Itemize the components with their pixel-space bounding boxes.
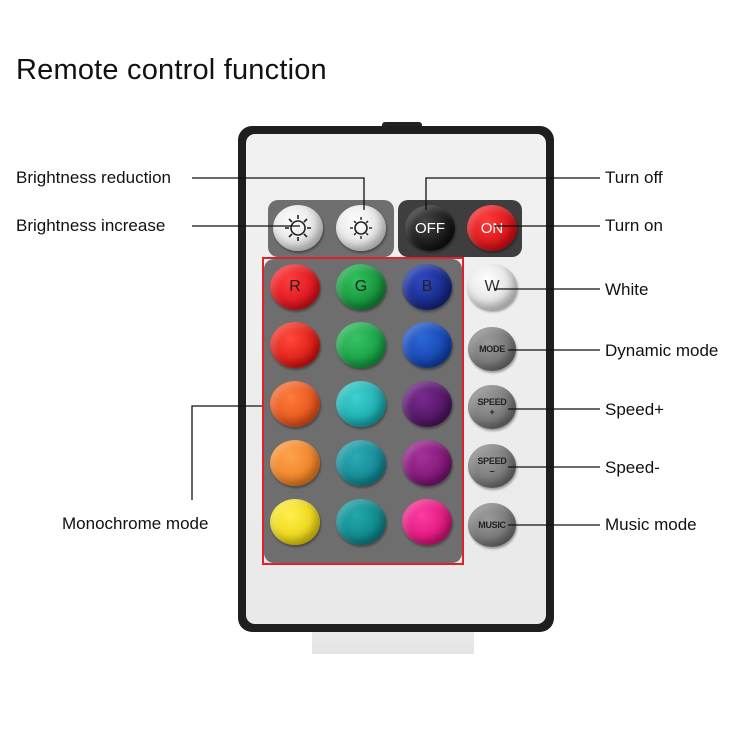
color-button-dark-teal[interactable] xyxy=(336,499,386,545)
color-button-blue[interactable] xyxy=(402,322,452,368)
color-button-cyan[interactable] xyxy=(336,381,386,427)
sun-icon xyxy=(285,215,311,241)
label-brightness-increase: Brightness increase xyxy=(16,216,166,235)
brightness-reduction-button[interactable] xyxy=(336,205,386,251)
label-speed-plus: Speed+ xyxy=(605,400,665,419)
brightness-increase-button[interactable] xyxy=(273,205,323,251)
label-turn-off: Turn off xyxy=(605,168,663,187)
line-brightness-reduction xyxy=(192,177,365,210)
monochrome-highlight-frame xyxy=(262,257,464,565)
color-button-green[interactable] xyxy=(336,322,386,368)
line-turn-off xyxy=(425,177,600,210)
sun-dim-icon xyxy=(350,217,372,239)
color-button-magenta[interactable] xyxy=(402,440,452,486)
label-white: White xyxy=(605,280,649,299)
page-title: Remote control function xyxy=(16,54,327,86)
color-button-orange-red[interactable] xyxy=(270,381,320,427)
color-button-teal[interactable] xyxy=(336,440,386,486)
color-button-purple[interactable] xyxy=(402,381,452,427)
color-button-yellow[interactable] xyxy=(270,499,320,545)
color-button-pink[interactable] xyxy=(402,499,452,545)
label-turn-on: Turn on xyxy=(605,216,663,235)
label-brightness-reduction: Brightness reduction xyxy=(16,168,171,187)
label-dynamic-mode: Dynamic mode xyxy=(605,341,719,360)
color-button-red[interactable] xyxy=(270,322,320,368)
label-monochrome-mode: Monochrome mode xyxy=(62,514,209,533)
line-monochrome xyxy=(191,405,262,500)
color-button-orange[interactable] xyxy=(270,440,320,486)
label-music-mode: Music mode xyxy=(605,515,697,534)
label-speed-minus: Speed- xyxy=(605,458,660,477)
